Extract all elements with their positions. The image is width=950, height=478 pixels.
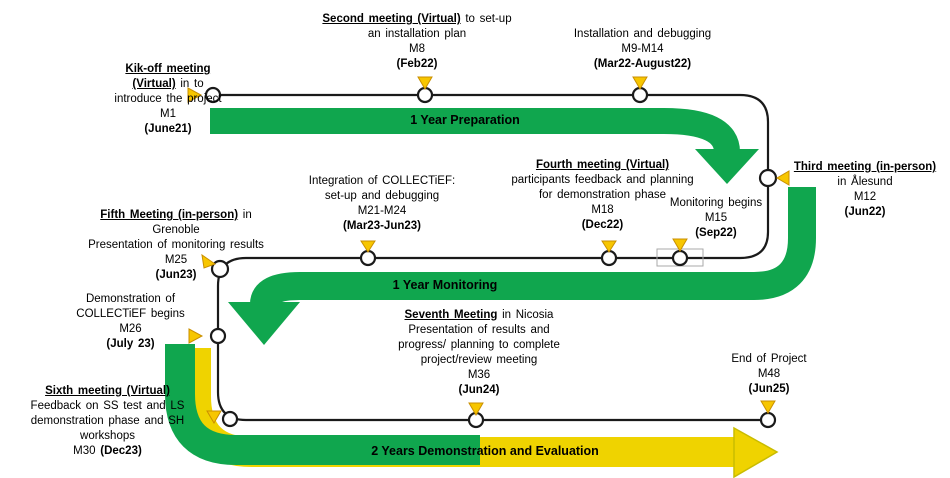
milestone-text-line: M30 (Dec23) — [73, 445, 142, 457]
milestone-text-line: (July 23) — [106, 338, 155, 350]
milestone-text-line: (June21) — [144, 123, 192, 135]
milestone-text-line: M1 — [160, 108, 176, 120]
milestone-text-line: introduce the project — [114, 93, 222, 105]
milestone-text-line: Third meeting (in-person) — [793, 161, 937, 173]
pointer-triangle-m48-icon — [760, 400, 776, 414]
milestone-text-line: participants feedback and planning — [511, 174, 694, 186]
phase-arrow-preparation-head-icon — [695, 149, 759, 184]
milestone-text-line: (Mar22-August22) — [593, 58, 692, 70]
milestone-text-line: COLLECTiEF begins — [76, 308, 185, 320]
pointer-triangle-m9-icon — [632, 76, 648, 90]
milestone-text-line: (Jun24) — [458, 384, 500, 396]
phase-arrow-demonstration-green — [165, 344, 480, 465]
phase-label-demonstration: 2 Years Demonstration and Evaluation — [371, 444, 599, 458]
milestone-marker-m9-icon — [631, 86, 649, 104]
phase-label-monitoring: 1 Year Monitoring — [392, 278, 498, 292]
milestone-kickoff-meeting: Kik-off meeting (Virtual) in to introduce … — [68, 62, 268, 137]
milestone-text-line: (Dec22) — [581, 219, 624, 231]
milestone-integration: Integration of COLLECTiEF: set-up and deb… — [288, 174, 476, 234]
milestone-text-line: in Ålesund — [837, 176, 893, 188]
milestone-text-line: Grenoble — [152, 224, 200, 236]
milestone-text-line: Seventh Meeting in Nicosia — [404, 309, 554, 321]
milestone-text-line: M25 — [164, 254, 188, 266]
milestone-text-line: demonstration phase and SH — [30, 415, 185, 427]
milestone-text-line: M21-M24 — [357, 205, 407, 217]
milestone-text-line: M12 — [853, 191, 877, 203]
milestone-marker-m30-icon — [221, 410, 239, 428]
milestone-text-line: Feedback on SS test and LS — [30, 400, 185, 412]
milestone-text-line: (Sep22) — [695, 227, 737, 239]
milestone-text-line: workshops — [80, 430, 135, 442]
pointer-triangle-m12-icon — [776, 170, 790, 186]
pointer-triangle-m1-icon — [187, 87, 203, 103]
milestone-marker-m26-icon — [209, 327, 227, 345]
milestone-text-line: progress/ planning to complete — [398, 339, 560, 351]
milestone-marker-m8-icon — [416, 86, 434, 104]
milestone-text-line: (Virtual) in to — [132, 78, 204, 90]
milestone-text-line: Fifth Meeting (in-person) in — [100, 209, 252, 221]
milestone-text-line: Sixth meeting (Virtual) — [45, 385, 170, 397]
milestone-text-line: M48 — [757, 368, 781, 380]
milestone-text-line: (Mar23-Jun23) — [343, 220, 421, 232]
phase-arrow-demonstration-head-icon — [733, 426, 779, 478]
milestone-text-line: (Feb22) — [396, 58, 438, 70]
milestone-text-line: M8 — [409, 43, 425, 55]
timeline-path — [213, 93, 770, 422]
milestone-text-line: Presentation of monitoring results — [88, 239, 264, 251]
pointer-triangle-m36-icon — [468, 402, 484, 416]
milestone-second-meeting: Second meeting (Virtual) to set-up an ins… — [302, 12, 532, 72]
pointer-triangle-m30-icon — [206, 410, 222, 424]
pointer-triangle-m21-icon — [360, 240, 376, 253]
milestone-text-line: project/review meeting — [420, 354, 538, 366]
milestone-text-line: (Jun23) — [155, 269, 197, 281]
milestone-text-line: Presentation of results and — [408, 324, 550, 336]
milestone-text-line: M15 — [704, 212, 728, 224]
pointer-triangle-m26-icon — [188, 328, 204, 344]
milestone-text-line: for demonstration phase — [538, 189, 667, 201]
milestone-text-line: an installation plan — [367, 28, 467, 40]
phase-arrow-monitoring-head-icon — [228, 302, 300, 345]
milestone-text-line: (Jun25) — [748, 383, 790, 395]
pointer-triangle-m18-icon — [601, 240, 617, 253]
pointer-triangle-m8-icon — [417, 76, 433, 90]
milestone-marker-m18-icon — [600, 249, 618, 267]
milestone-text-line: Fourth meeting (Virtual) — [535, 159, 670, 171]
milestone-text-line: End of Project — [731, 353, 807, 365]
milestone-fourth-meeting: Fourth meeting (Virtual) participants fee… — [490, 158, 715, 233]
pointer-triangle-m25-icon — [201, 253, 217, 269]
milestone-text-line: M18 — [591, 204, 614, 216]
milestone-text-line: Second meeting (Virtual) to set-up — [322, 13, 512, 25]
milestone-marker-m25-icon — [210, 259, 230, 279]
milestone-text-line: (Jun22) — [844, 206, 886, 218]
milestone-text-line: M26 — [119, 323, 142, 335]
milestone-sixth-meeting: Sixth meeting (Virtual) Feedback on SS te… — [5, 384, 210, 459]
milestone-marker-m48-icon — [759, 411, 777, 429]
milestone-marker-m15-icon — [671, 249, 689, 267]
pointer-triangle-m15-icon — [672, 238, 688, 252]
milestone-text-line: Demonstration of — [85, 293, 176, 305]
phase-arrow-preparation — [210, 108, 740, 154]
milestone-text-line: Kik-off meeting — [125, 63, 211, 75]
milestone-text-line: Integration of COLLECTiEF: — [308, 175, 456, 187]
milestone-text-line: Monitoring begins — [669, 197, 763, 209]
milestone-marker-m12-icon — [758, 168, 778, 188]
milestone-text-line: M9-M14 — [621, 43, 664, 55]
milestone-text-line: Installation and debugging — [573, 28, 712, 40]
milestone-marker-m1-icon — [204, 86, 222, 104]
milestone-text-line: set-up and debugging — [324, 190, 440, 202]
phase-arrow-monitoring — [250, 187, 816, 306]
milestone-marker-m21-icon — [359, 249, 377, 267]
phase-label-preparation: 1 Year Preparation — [410, 113, 520, 127]
milestone-text-line: M36 — [467, 369, 491, 381]
